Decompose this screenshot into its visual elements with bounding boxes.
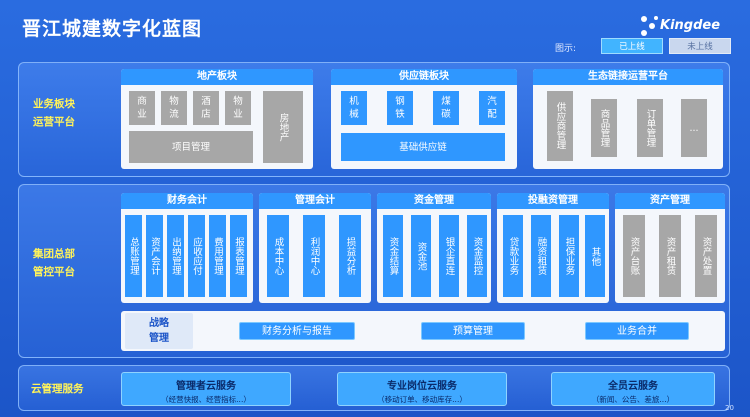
cell-finance-lease: 融资租赁 xyxy=(531,215,551,297)
cell-supplier-mgmt: 供应商管理 xyxy=(547,91,573,161)
real-estate-title: 地产板块 xyxy=(121,69,313,85)
logo-text: Kingdee xyxy=(660,18,721,33)
cloud-panel-label: 云管理服务 xyxy=(31,383,84,395)
module-financial-accounting: 财务会计 总账管理 资产会计 出纳管理 应收应付 费用管理 报表管理 xyxy=(121,193,253,303)
module-title: 资产管理 xyxy=(615,193,725,209)
cell-pl-analysis: 损益分析 xyxy=(339,215,361,297)
cell-asset-ledger: 资产台账 xyxy=(623,215,645,297)
module-asset-management: 资产管理 资产台账 资产租赁 资产处置 xyxy=(615,193,725,303)
legend-online: 已上线 xyxy=(601,38,663,54)
cloud-service-all-staff: 全员云服务 （新闻、公告、差旅...） xyxy=(551,372,715,406)
cell-property: 物业 xyxy=(225,91,251,125)
legend-label: 图示: xyxy=(555,44,577,54)
cell-commerce: 商业 xyxy=(129,91,155,125)
cell-real-estate: 房地产 xyxy=(263,91,303,163)
financial-analysis-report: 财务分析与报告 xyxy=(239,322,355,340)
cell-cost-center: 成本中心 xyxy=(267,215,289,297)
logo-dots-icon xyxy=(640,14,662,38)
cell-ar-ap: 应收应付 xyxy=(188,215,205,297)
cell-logistics: 物流 xyxy=(161,91,187,125)
legend-offline: 未上线 xyxy=(669,38,731,54)
business-panel: 业务板块 运营平台 地产板块 商业 物流 酒店 物业 房地产 项目管理 供应链板… xyxy=(18,62,730,177)
cell-loan: 贷款业务 xyxy=(503,215,523,297)
supply-chain-card: 供应链板块 机械 钢铁 煤碳 汽配 基础供应链 xyxy=(331,69,517,169)
module-title: 财务会计 xyxy=(121,193,253,209)
cell-asset-lease: 资产租赁 xyxy=(659,215,681,297)
basic-supply-chain: 基础供应链 xyxy=(341,133,505,161)
project-management: 项目管理 xyxy=(129,131,253,163)
cell-more: ... xyxy=(681,99,707,157)
cell-bank-link: 银企直连 xyxy=(439,215,459,297)
kingdee-logo: Kingdee xyxy=(640,14,736,38)
module-title: 资金管理 xyxy=(377,193,491,209)
group-panel: 集团总部 管控平台 财务会计 总账管理 资产会计 出纳管理 应收应付 费用管理 … xyxy=(18,184,730,358)
cell-auto-parts: 汽配 xyxy=(479,91,505,125)
cell-machinery: 机械 xyxy=(341,91,367,125)
cell-fund-settlement: 资金结算 xyxy=(383,215,403,297)
cell-asset-accounting: 资产会计 xyxy=(146,215,163,297)
strategy-management-card: 战略 管理 财务分析与报告 预算管理 业务合并 xyxy=(121,311,725,351)
cloud-service-manager: 管理者云服务 （经营快报、经营指标...） xyxy=(121,372,291,406)
cell-report: 报表管理 xyxy=(230,215,247,297)
cell-cashier: 出纳管理 xyxy=(167,215,184,297)
business-consolidation: 业务合并 xyxy=(585,322,689,340)
cell-order-mgmt: 订单管理 xyxy=(637,99,663,157)
module-title: 投融资管理 xyxy=(497,193,609,209)
cell-asset-disposal: 资产处置 xyxy=(695,215,717,297)
cell-profit-center: 利润中心 xyxy=(303,215,325,297)
real-estate-card: 地产板块 商业 物流 酒店 物业 房地产 项目管理 xyxy=(121,69,313,169)
cell-gl: 总账管理 xyxy=(125,215,142,297)
business-panel-label: 业务板块 运营平台 xyxy=(33,98,75,128)
cell-other: 其他 xyxy=(585,215,605,297)
eco-platform-title: 生态链接运营平台 xyxy=(533,69,723,85)
cell-guarantee: 担保业务 xyxy=(559,215,579,297)
cloud-panel: 云管理服务 管理者云服务 （经营快报、经营指标...） 专业岗位云服务 （移动订… xyxy=(18,365,730,411)
cell-fund-pool: 资金池 xyxy=(411,215,431,297)
budget-management: 预算管理 xyxy=(421,322,525,340)
cell-coal: 煤碳 xyxy=(433,91,459,125)
module-management-accounting: 管理会计 成本中心 利润中心 损益分析 xyxy=(259,193,371,303)
supply-chain-title: 供应链板块 xyxy=(331,69,517,85)
cell-goods-mgmt: 商品管理 xyxy=(591,99,617,157)
page-number: 20 xyxy=(725,404,734,412)
module-treasury: 资金管理 资金结算 资金池 银企直连 资金监控 xyxy=(377,193,491,303)
group-panel-label: 集团总部 管控平台 xyxy=(33,248,75,278)
module-title: 管理会计 xyxy=(259,193,371,209)
cell-steel: 钢铁 xyxy=(387,91,413,125)
cell-fund-monitor: 资金监控 xyxy=(467,215,487,297)
strategy-label: 战略 管理 xyxy=(125,313,193,349)
cloud-service-professional: 专业岗位云服务 （移动订单、移动库存...） xyxy=(337,372,507,406)
page-title: 晋江城建数字化蓝图 xyxy=(22,18,203,40)
eco-platform-card: 生态链接运营平台 供应商管理 商品管理 订单管理 ... xyxy=(533,69,723,169)
cell-expense: 费用管理 xyxy=(209,215,226,297)
cell-hotel: 酒店 xyxy=(193,91,219,125)
module-investment-financing: 投融资管理 贷款业务 融资租赁 担保业务 其他 xyxy=(497,193,609,303)
